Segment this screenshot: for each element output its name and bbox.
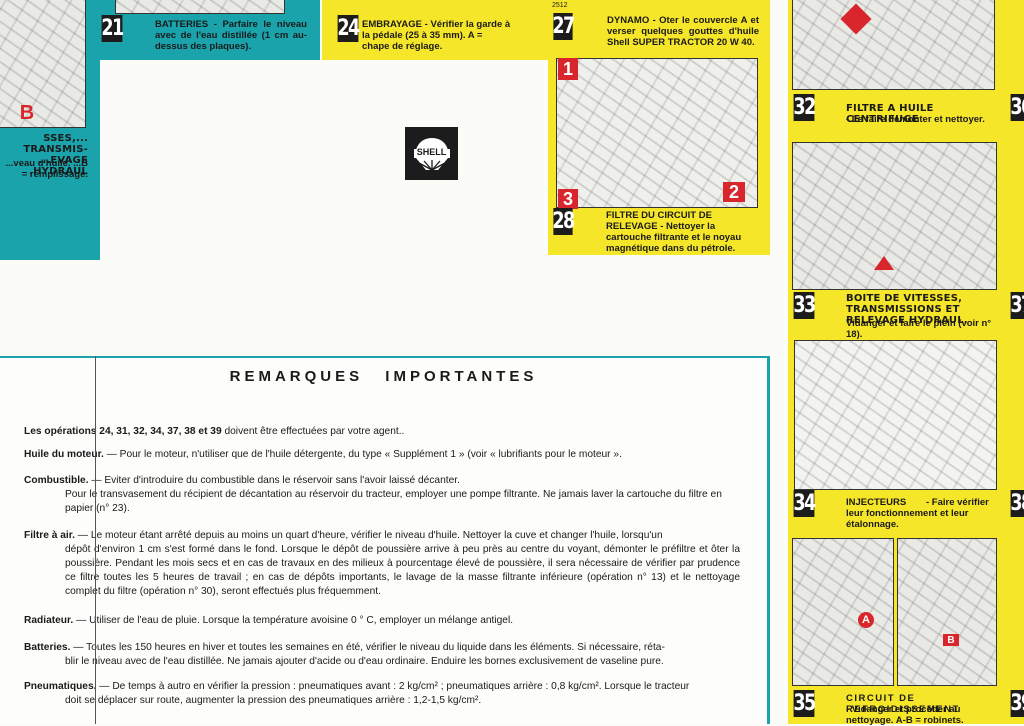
step-number-32: 32 — [793, 94, 816, 121]
caption-24: EMBRAYAGE - Vérifier la garde à la pédal… — [362, 19, 511, 52]
remark-tyres: Pneumatiques. — De temps à autro en véri… — [24, 680, 740, 708]
caption-32-title: FILTRE A HUILE CENTRIFUGE — [846, 103, 934, 125]
shell-emblem-icon — [413, 137, 450, 171]
caption-34-title: INJECTEURS — [846, 497, 907, 508]
tag-1: 1 — [558, 58, 578, 80]
remark-label: Filtre à air. — [24, 530, 75, 541]
caption-33-title: BOITE DE VITESSES, TRANSMISSIONS ET RELE… — [846, 293, 968, 326]
remark-label: Radiateur. — [24, 615, 74, 626]
remark-label: Pneumatiques. — [24, 681, 97, 692]
step-number-39: 39 — [1010, 690, 1024, 717]
illustration-cooling-a — [792, 538, 894, 686]
caption-27: DYNAMO - Oter le couvercle A et verser q… — [607, 15, 759, 48]
remarks-title: REMARQUES IMPORTANTES — [229, 368, 538, 385]
remark-label: Combustible. — [24, 475, 89, 486]
remark-fuel: Combustible. — Eviter d'introduire du co… — [24, 474, 740, 516]
remark-radiator: Radiateur. — Utiliser de l'eau de pluie.… — [24, 614, 740, 628]
illustration-injector-tester — [794, 340, 997, 490]
tag-3: 3 — [558, 189, 578, 209]
illustration-cooling-b — [897, 538, 997, 686]
remark-text: — Utiliser de l'eau de pluie. Lorsque la… — [73, 615, 514, 626]
tag-b-left: B — [19, 101, 35, 124]
step-number-21: 21 — [101, 15, 124, 42]
panel-left-body: ...veau d'huile. ...B = remplissage. — [5, 158, 89, 180]
caption-35-title: CIRCUIT DE REFROIDISSEMENT — [846, 693, 960, 715]
step-number-28: 28 — [552, 208, 575, 235]
illustration-battery — [115, 0, 285, 14]
remark-label: Batteries. — [24, 642, 71, 653]
step-number-38: 38 — [1010, 490, 1024, 517]
caption-32-body: - Le faire démonter et nettoyer. — [846, 114, 985, 125]
remark-engine-oil: Huile du moteur. — Pour le moteur, n'uti… — [24, 448, 740, 462]
tag-b: B — [943, 634, 959, 646]
remark-text: — Eviter d'introduire du combustible dan… — [88, 475, 460, 486]
remark-continuation: dépôt d'environ 1 cm s'est formé dans le… — [65, 544, 740, 597]
shell-logo-text: SHELL — [416, 147, 447, 157]
caption-35-body: - Vidanger et procéder au nettoyage. A-B… — [846, 704, 964, 726]
panel-left-title: ...SSES, TRANSMIS- ...EVAGE HYDRAUL. — [23, 133, 88, 177]
remark-intro-text: doivent être effectuées par votre agent.… — [221, 426, 405, 437]
step-number-37: 37 — [1010, 292, 1024, 319]
remarks-section: REMARQUES IMPORTANTES Les opérations 24,… — [0, 356, 770, 724]
step-number-33: 33 — [793, 292, 816, 319]
caption-34-body: - Faire vérifier leur fonctionnement et … — [846, 497, 989, 530]
tag-a: A — [858, 612, 874, 628]
remark-continuation: doit se déplacer sur route, augmenter la… — [65, 695, 482, 706]
red-arrow-33 — [874, 256, 894, 270]
remark-label: Huile du moteur. — [24, 449, 104, 460]
shell-logo: SHELL — [405, 127, 458, 180]
caption-21: BATTERIES - Parfaire le niveau avec de l… — [155, 19, 307, 52]
caption-28: FILTRE DU CIRCUIT DE RELEVAGE - Nettoyer… — [606, 210, 742, 254]
illustration-centrifugal-filter — [792, 0, 995, 90]
step-number-35: 35 — [793, 690, 816, 717]
step-number-27: 27 — [552, 13, 575, 40]
tag-2: 2 — [723, 182, 745, 202]
remark-intro-label: Les opérations 24, 31, 32, 34, 37, 38 et… — [24, 426, 222, 437]
step-number-24: 24 — [337, 15, 360, 42]
panel-24 — [322, 0, 548, 60]
remark-batteries: Batteries. — Toutes les 150 heures en hi… — [24, 641, 740, 669]
illustration-gearbox-33 — [792, 142, 997, 290]
image-label-2512: 2512 — [552, 2, 568, 9]
fold-line — [95, 356, 96, 724]
remark-intro: Les opérations 24, 31, 32, 34, 37, 38 et… — [24, 425, 740, 439]
remark-text: — De temps à autro en vérifier la pressi… — [96, 681, 690, 692]
step-number-36: 36 — [1010, 94, 1024, 121]
caption-33-body: Vidanger et faire le plein (voir n° 18). — [846, 318, 992, 340]
remark-air-filter: Filtre à air. — Le moteur étant arrêté d… — [24, 529, 740, 599]
remark-continuation: Pour le transvasement du récipient de dé… — [65, 489, 722, 514]
remark-continuation: blir le niveau avec de l'eau distillée. … — [65, 656, 664, 667]
remark-text: — Pour le moteur, n'utiliser que de l'hu… — [103, 449, 622, 460]
illustration-gearbox-left — [0, 0, 86, 128]
remark-text: — Toutes les 150 heures en hiver et tout… — [70, 642, 665, 653]
remark-text: — Le moteur étant arrêté depuis au moins… — [74, 530, 663, 541]
step-number-34: 34 — [793, 490, 816, 517]
